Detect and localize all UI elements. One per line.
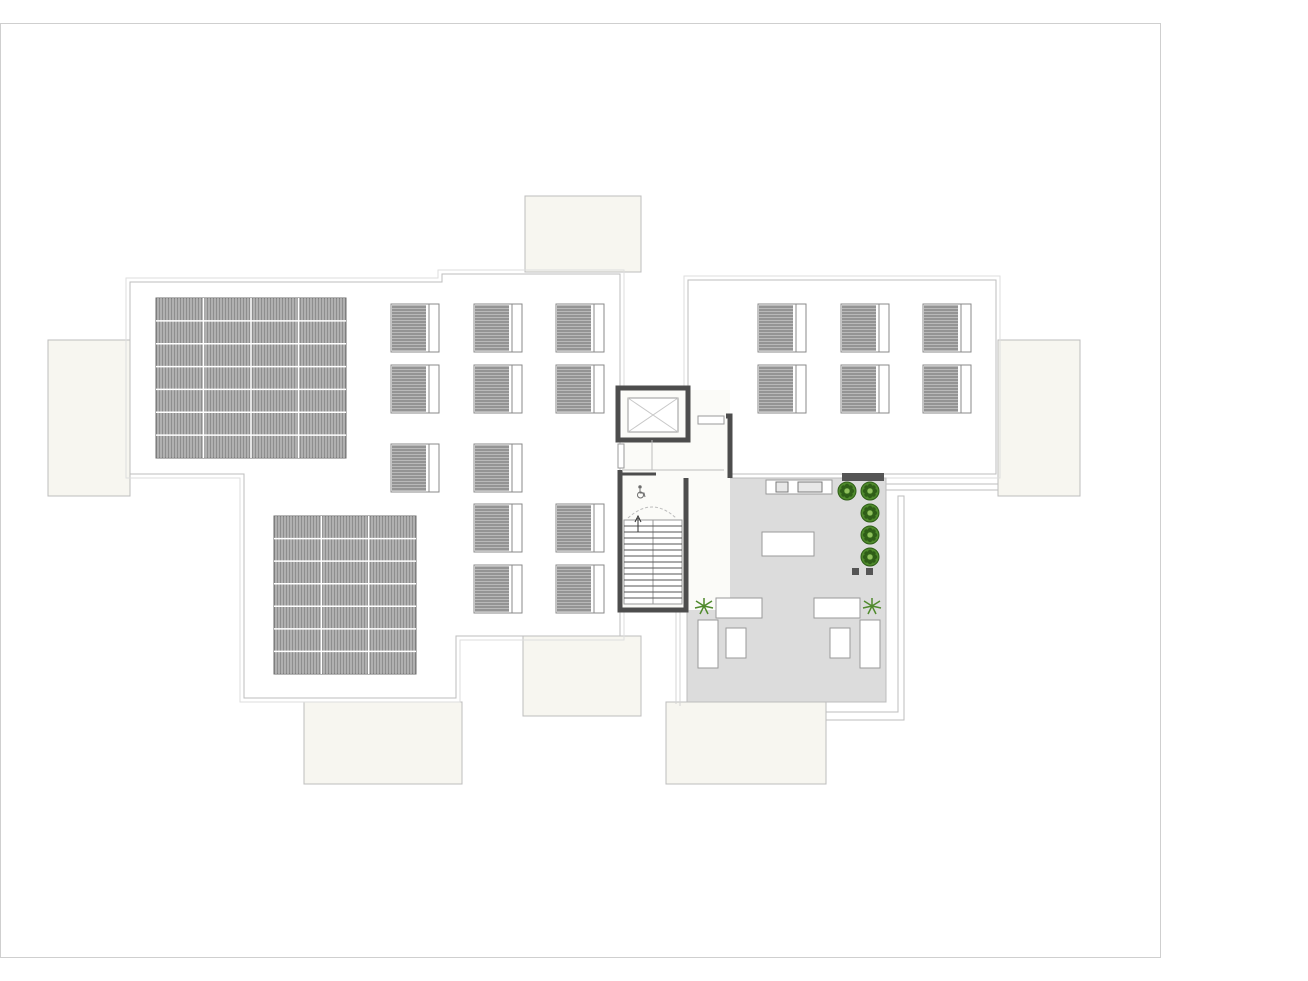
rooftop-module — [390, 443, 440, 493]
rooftop-module — [473, 443, 523, 493]
dining-table — [761, 531, 815, 557]
shrub-icon — [860, 547, 880, 567]
solar-array-north — [155, 297, 347, 459]
coffee-table-left — [725, 627, 747, 659]
storage-cabinet — [842, 473, 884, 481]
wheelchair-icon — [637, 485, 646, 499]
corridor-line — [622, 440, 724, 471]
wc-door — [617, 443, 625, 469]
balcony-top — [524, 195, 642, 273]
core-east-wall — [726, 413, 733, 478]
rooftop-module — [555, 503, 605, 553]
rooftop-module — [840, 364, 890, 414]
elevator-shaft-wall — [615, 385, 691, 443]
shrub-icon — [860, 503, 880, 523]
rooftop-module — [840, 303, 890, 353]
rooftop-module — [390, 364, 440, 414]
balconies — [47, 195, 1081, 785]
kitchen-sink — [797, 481, 823, 493]
rooftop-module — [555, 564, 605, 614]
palm-icon — [862, 598, 882, 615]
shrub-icon — [837, 481, 857, 501]
sofa-right — [859, 619, 881, 669]
sofa-left — [697, 619, 719, 669]
rooftop-modules — [390, 303, 972, 614]
stair-direction-arrow — [634, 514, 642, 532]
solar-panel-arrays — [155, 297, 417, 675]
rooftop-module — [473, 303, 523, 353]
shrub-icon — [860, 481, 880, 501]
bench-right — [813, 597, 861, 619]
bench-left — [715, 597, 763, 619]
rooftop-module — [473, 364, 523, 414]
rooftop-module — [757, 303, 807, 353]
drawing-frame — [0, 23, 1161, 958]
terrace-furniture — [697, 473, 884, 669]
terrace-railing — [825, 483, 998, 721]
coffee-table-right — [829, 627, 851, 659]
stair-core — [615, 385, 733, 613]
stair-landing-arc — [627, 506, 677, 519]
rooftop-module — [922, 364, 972, 414]
solar-array-south — [273, 515, 417, 675]
balcony-left — [47, 339, 131, 497]
shrub-icon — [860, 525, 880, 545]
rooftop-module — [555, 303, 605, 353]
rooftop-module — [757, 364, 807, 414]
planter-box-1 — [852, 568, 859, 575]
west-wing-inner-outline — [125, 269, 625, 703]
balcony-bottom-center — [522, 635, 642, 717]
rooftop-module — [555, 364, 605, 414]
stair-flight — [623, 519, 683, 605]
balcony-right — [997, 339, 1081, 497]
rooftop-module — [473, 564, 523, 614]
elevator-cross — [627, 397, 679, 433]
core-door — [697, 415, 725, 425]
palm-icon — [694, 598, 714, 615]
planter-box-2 — [866, 568, 873, 575]
rooftop-module — [390, 303, 440, 353]
terrace-plants — [837, 481, 880, 567]
kitchen-hob — [775, 481, 789, 493]
balcony-bottom-right — [665, 701, 827, 785]
stair-wall — [617, 470, 689, 613]
rooftop-module — [473, 503, 523, 553]
rooftop-module — [922, 303, 972, 353]
balcony-bottom-left — [303, 701, 463, 785]
